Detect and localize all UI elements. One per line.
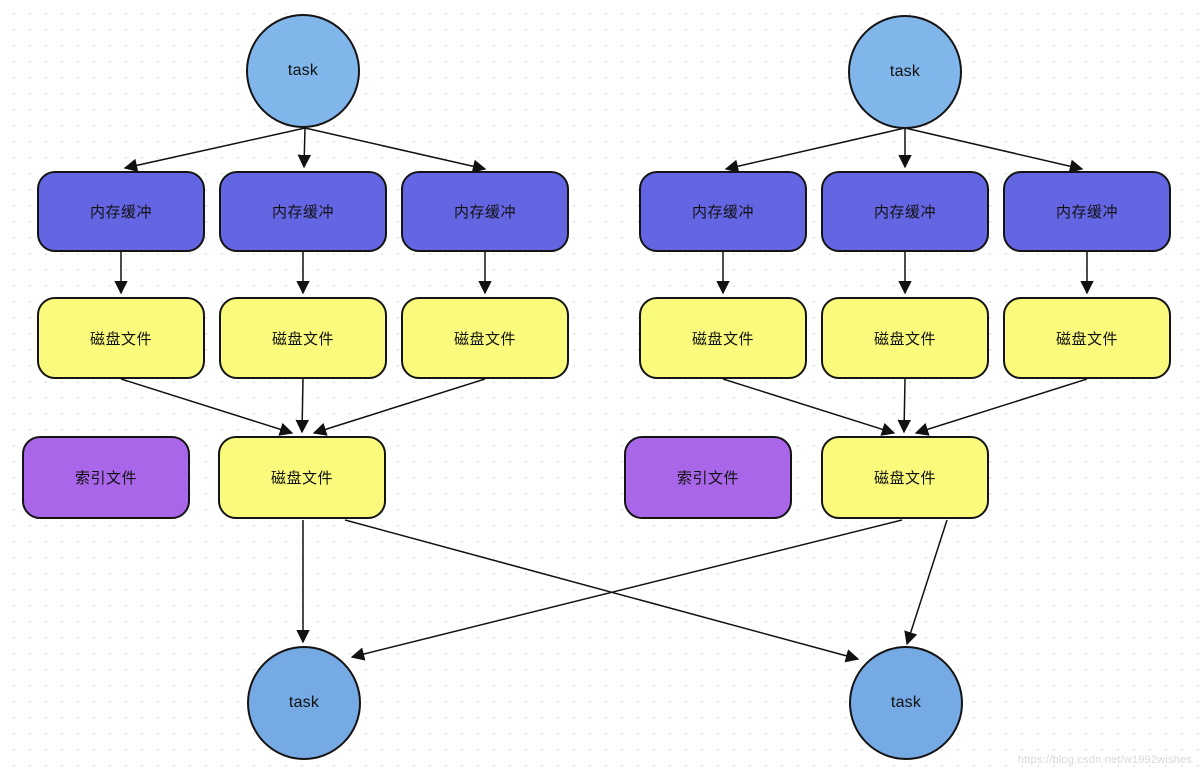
disk-label: 磁盘文件 [89, 330, 152, 348]
merged-disk-label: 磁盘文件 [270, 470, 333, 487]
index-file-label: 索引文件 [676, 470, 739, 487]
edge-left-task-to-buffer-2 [297, 127, 312, 169]
disk-node-left-1: 磁盘文件 [37, 297, 205, 379]
task-label: task [288, 694, 320, 711]
disk-node-right-1: 磁盘文件 [639, 297, 807, 379]
buffer-label: 内存缓冲 [873, 204, 936, 221]
buffer-node-right-3: 内存缓冲 [1003, 171, 1171, 252]
index-file-node-right: 索引文件 [624, 436, 792, 519]
index-file-label: 索引文件 [74, 470, 137, 487]
disk-node-right-2: 磁盘文件 [821, 297, 989, 379]
disk-label: 磁盘文件 [271, 330, 334, 348]
edge-left-disk-2-to-merged [295, 378, 309, 434]
edge-right-task-to-buffer-3 [904, 127, 1084, 173]
edge-left-disk-3-to-merged [312, 378, 486, 436]
disk-label: 磁盘文件 [691, 330, 754, 348]
buffer-label: 内存缓冲 [453, 204, 516, 221]
buffer-node-right-1: 内存缓冲 [639, 171, 807, 252]
index-file-node-left: 索引文件 [22, 436, 190, 519]
edge-left-task-to-buffer-1 [123, 127, 306, 172]
edge-right-merged-to-right-task [904, 519, 948, 646]
buffer-label: 内存缓冲 [271, 204, 334, 221]
edge-right-disk-1-to-merged [722, 378, 896, 436]
disk-node-left-2: 磁盘文件 [219, 297, 387, 379]
edge-right-task-to-buffer-1 [724, 127, 906, 173]
watermark: https://blog.csdn.net/w1992wishes [1017, 754, 1192, 766]
disk-node-left-3: 磁盘文件 [401, 297, 569, 379]
disk-label: 磁盘文件 [453, 330, 516, 348]
merged-disk-node-left: 磁盘文件 [218, 436, 386, 519]
edge-right-disk-3-to-merged [914, 378, 1088, 436]
disk-label: 磁盘文件 [873, 330, 936, 348]
task-node-source-left: task [246, 14, 360, 128]
edge-left-task-to-buffer-3 [304, 127, 487, 173]
merged-disk-node-right: 磁盘文件 [821, 436, 989, 519]
buffer-node-right-2: 内存缓冲 [821, 171, 989, 252]
buffer-label: 内存缓冲 [691, 204, 754, 221]
disk-node-right-3: 磁盘文件 [1003, 297, 1171, 379]
task-node-dest-right: task [849, 646, 963, 760]
buffer-node-left-1: 内存缓冲 [37, 171, 205, 252]
edge-left-disk-1-to-merged [120, 378, 294, 436]
buffer-node-left-3: 内存缓冲 [401, 171, 569, 252]
edge-right-merged-to-left-task [350, 519, 903, 661]
task-label: task [287, 62, 319, 79]
task-label: task [889, 63, 921, 80]
merged-disk-label: 磁盘文件 [873, 470, 936, 487]
buffer-label: 内存缓冲 [1055, 204, 1118, 221]
disk-label: 磁盘文件 [1055, 330, 1118, 348]
buffer-label: 内存缓冲 [89, 204, 152, 221]
edge-left-merged-to-right-task [344, 519, 860, 663]
edge-right-disk-2-to-merged [897, 378, 911, 434]
task-node-source-right: task [848, 15, 962, 129]
buffer-node-left-2: 内存缓冲 [219, 171, 387, 252]
task-node-dest-left: task [247, 646, 361, 760]
task-label: task [890, 694, 922, 711]
